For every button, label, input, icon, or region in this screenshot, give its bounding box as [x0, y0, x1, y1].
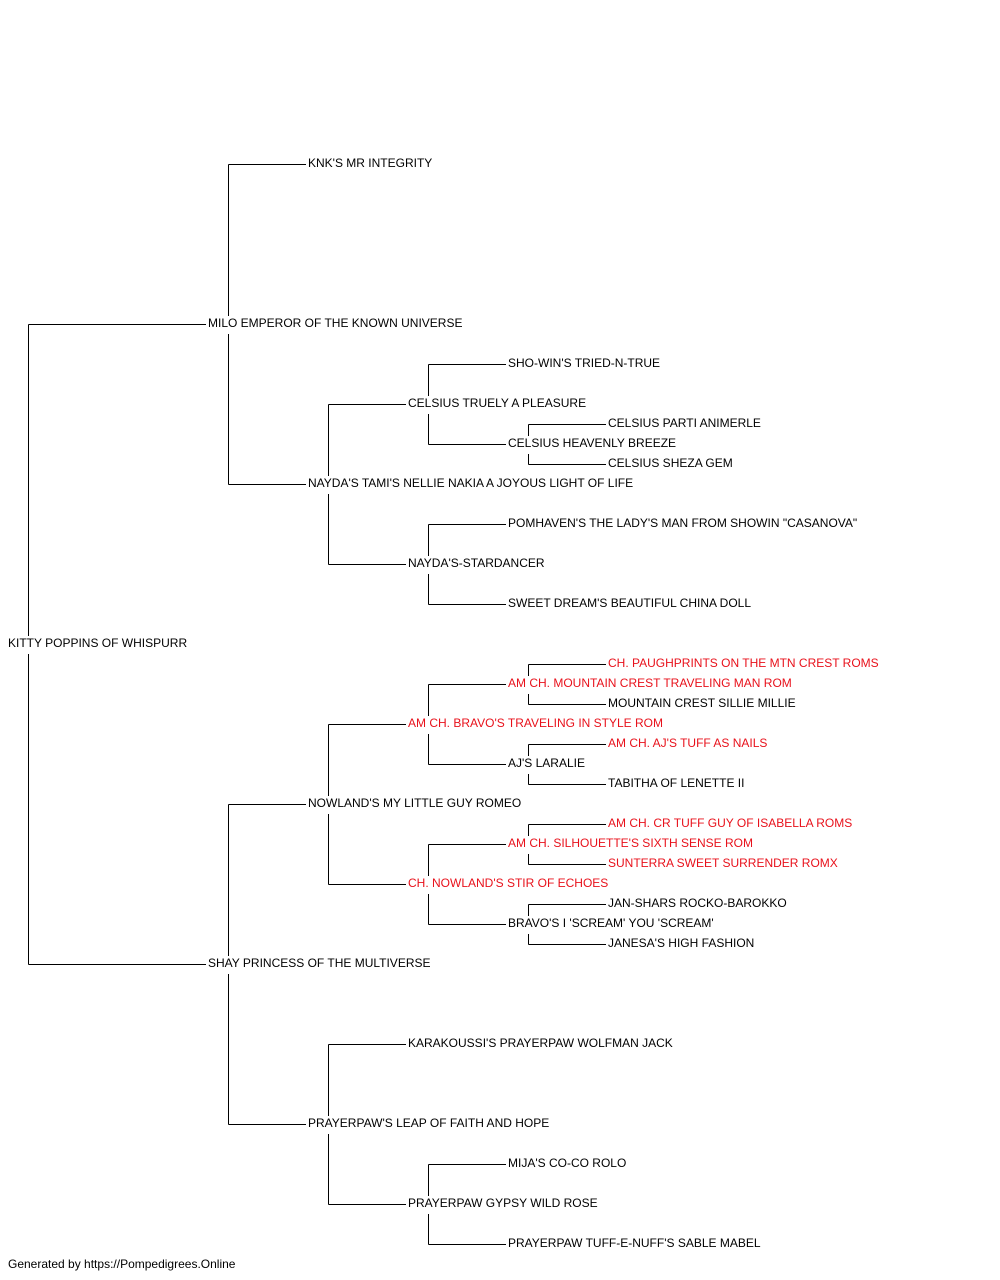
- pedigree-node-dsssd: MOUNTAIN CREST SILLIE MILLIE: [608, 696, 796, 710]
- pedigree-node-ddd: PRAYERPAW GYPSY WILD ROSE: [408, 1196, 598, 1210]
- pedigree-node-dssds: AM CH. AJ'S TUFF AS NAILS: [608, 736, 767, 750]
- pedigree-node-sdd: NAYDA'S-STARDANCER: [408, 556, 545, 570]
- pedigree-node-root: KITTY POPPINS OF WHISPURR: [8, 636, 187, 650]
- pedigree-node-sdsds: CELSIUS PARTI ANIMERLE: [608, 416, 761, 430]
- pedigree-node-dssd: AJ'S LARALIE: [508, 756, 585, 770]
- pedigree-node-ds: NOWLAND'S MY LITTLE GUY ROMEO: [308, 796, 521, 810]
- pedigree-node-dsddd: JANESA'S HIGH FASHION: [608, 936, 754, 950]
- pedigree-node-ss: KNK'S MR INTEGRITY: [308, 156, 432, 170]
- pedigree-node-dsss: AM CH. MOUNTAIN CREST TRAVELING MAN ROM: [508, 676, 792, 690]
- pedigree-node-dsds: AM CH. SILHOUETTE'S SIXTH SENSE ROM: [508, 836, 753, 850]
- pedigree-node-dsd: CH. NOWLAND'S STIR OF ECHOES: [408, 876, 608, 890]
- pedigree-node-dddd: PRAYERPAW TUFF-E-NUFF'S SABLE MABEL: [508, 1236, 761, 1250]
- pedigree-node-dsdd: BRAVO'S I 'SCREAM' YOU 'SCREAM': [508, 916, 714, 930]
- generated-by-footer: Generated by https://Pompedigrees.Online: [8, 1257, 236, 1271]
- pedigree-node-sdsdd: CELSIUS SHEZA GEM: [608, 456, 733, 470]
- pedigree-node-s: MILO EMPEROR OF THE KNOWN UNIVERSE: [208, 316, 462, 330]
- pedigree-node-sdss: SHO-WIN'S TRIED-N-TRUE: [508, 356, 660, 370]
- pedigree-node-dsdds: JAN-SHARS ROCKO-BAROKKO: [608, 896, 787, 910]
- pedigree-node-sddd: SWEET DREAM'S BEAUTIFUL CHINA DOLL: [508, 596, 751, 610]
- pedigree-node-sd: NAYDA'S TAMI'S NELLIE NAKIA A JOYOUS LIG…: [308, 476, 633, 490]
- pedigree-node-dsdss: AM CH. CR TUFF GUY OF ISABELLA ROMS: [608, 816, 852, 830]
- pedigree-node-dd: PRAYERPAW'S LEAP OF FAITH AND HOPE: [308, 1116, 549, 1130]
- pedigree-node-ddds: MIJA'S CO-CO ROLO: [508, 1156, 626, 1170]
- pedigree-node-dss: AM CH. BRAVO'S TRAVELING IN STYLE ROM: [408, 716, 663, 730]
- pedigree-node-sds: CELSIUS TRUELY A PLEASURE: [408, 396, 586, 410]
- pedigree-node-dssdd: TABITHA OF LENETTE II: [608, 776, 744, 790]
- pedigree-node-dssss: CH. PAUGHPRINTS ON THE MTN CREST ROMS: [608, 656, 879, 670]
- pedigree-node-dsdsd: SUNTERRA SWEET SURRENDER ROMX: [608, 856, 838, 870]
- pedigree-node-d: SHAY PRINCESS OF THE MULTIVERSE: [208, 956, 431, 970]
- pedigree-node-dds: KARAKOUSSI'S PRAYERPAW WOLFMAN JACK: [408, 1036, 673, 1050]
- pedigree-node-sdsd: CELSIUS HEAVENLY BREEZE: [508, 436, 676, 450]
- pedigree-node-sdds: POMHAVEN'S THE LADY'S MAN FROM SHOWIN "C…: [508, 516, 857, 530]
